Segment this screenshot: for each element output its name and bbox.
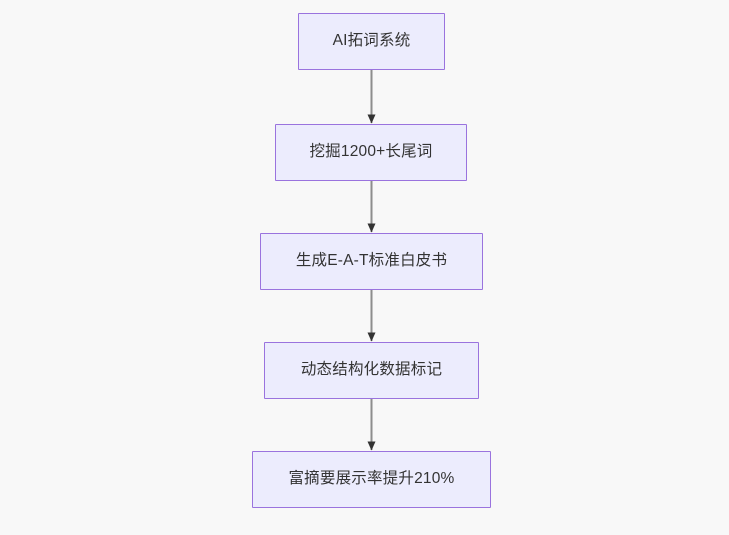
flowchart-node-rich-snippet-impression-uplift[interactable]: 富摘要展示率提升210%: [252, 451, 491, 508]
flowchart-node-mine-longtail-keywords[interactable]: 挖掘1200+长尾词: [275, 124, 467, 181]
flowchart-node-dynamic-structured-data-markup[interactable]: 动态结构化数据标记: [264, 342, 479, 399]
flowchart-node-ai-keyword-system[interactable]: AI拓词系统: [298, 13, 445, 70]
node-label: 挖掘1200+长尾词: [309, 143, 433, 161]
node-label: 富摘要展示率提升210%: [288, 470, 455, 488]
node-label: 生成E-A-T标准白皮书: [295, 252, 448, 270]
node-label: 动态结构化数据标记: [300, 361, 443, 379]
flowchart-node-generate-eat-whitepaper[interactable]: 生成E-A-T标准白皮书: [260, 233, 483, 290]
node-label: AI拓词系统: [332, 32, 411, 50]
